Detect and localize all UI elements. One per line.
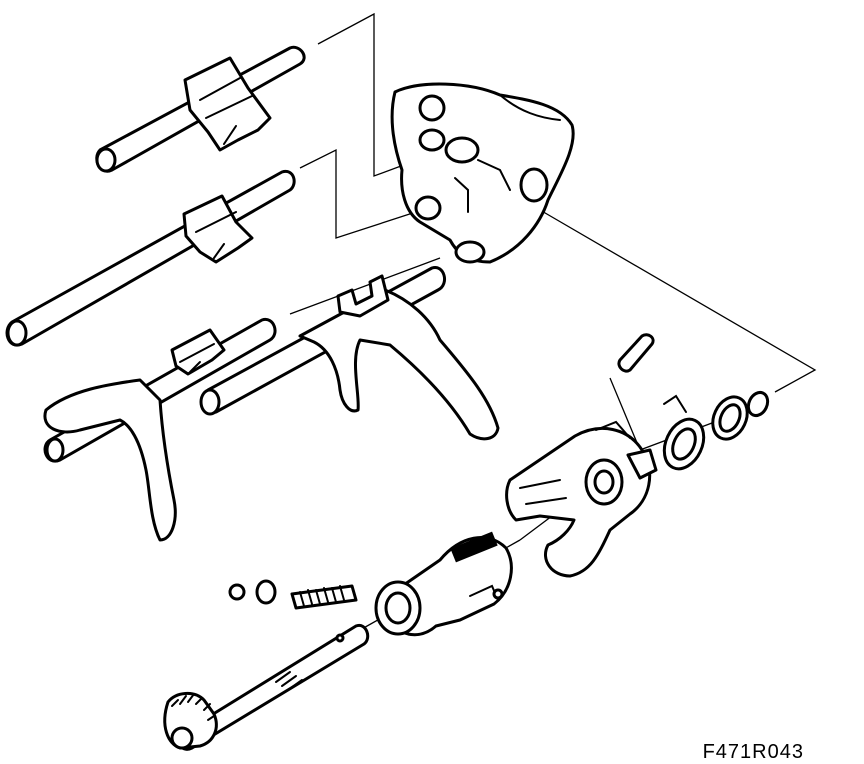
circlips — [711, 390, 770, 441]
detent-spring — [290, 584, 358, 610]
selector-lever — [505, 420, 658, 578]
coil-spring-right — [662, 394, 706, 471]
detent-ring — [255, 579, 277, 605]
selector-finger — [374, 531, 513, 637]
upper-selector-rod — [95, 45, 306, 173]
figure-code: F471R043 — [702, 741, 804, 763]
selector-housing — [390, 82, 575, 264]
roll-pin — [617, 333, 655, 373]
middle-selector-rod — [5, 169, 296, 347]
shift-fork-left — [43, 317, 277, 542]
gear-selector-shaft — [163, 623, 370, 751]
detent-ball — [228, 583, 246, 601]
shift-fork-center — [199, 266, 500, 441]
